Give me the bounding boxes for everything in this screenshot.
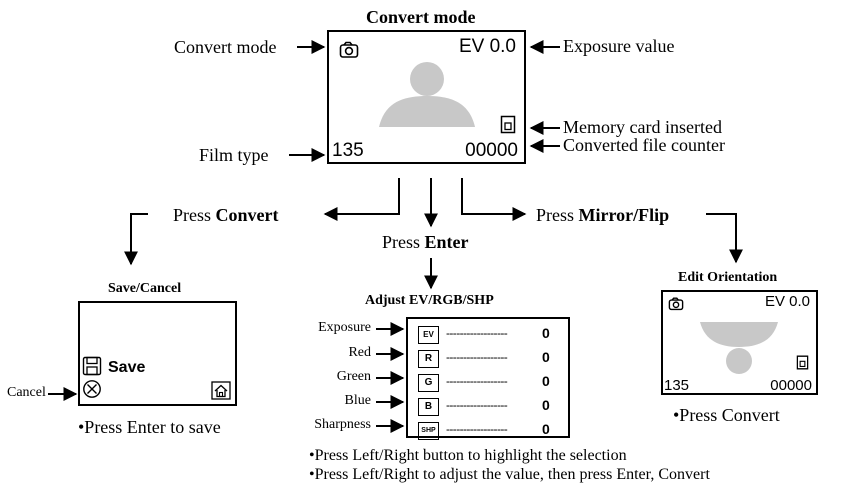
save-panel-title: Save/Cancel	[108, 281, 182, 296]
mirror-flip-button-name: Mirror/Flip	[578, 205, 670, 225]
adjust-row-value: 0	[542, 397, 550, 413]
adjust-row-green[interactable]: G ------------------ 0	[408, 372, 568, 392]
save-cancel-screen: Save	[78, 301, 237, 406]
save-disk-icon	[82, 356, 102, 376]
person-placeholder-icon	[379, 62, 475, 127]
edit-orientation-screen: EV 0.0 135 00000	[661, 290, 818, 395]
press-mirror-flip-label: Press Mirror/Flip	[536, 205, 669, 226]
adjust-callout-exposure: Exposure	[318, 320, 371, 335]
adjust-row-dashes: ------------------	[446, 350, 508, 364]
adjust-note-1: •Press Left/Right button to highlight th…	[309, 447, 627, 464]
edit-panel-note: •Press Convert	[673, 405, 780, 425]
adjust-callout-red: Red	[348, 345, 371, 360]
press-word: Press	[382, 232, 421, 252]
adjust-row-sharpness[interactable]: SHP ------------------ 0	[408, 420, 568, 440]
adjust-callout-blue: Blue	[344, 393, 371, 408]
adjust-row-dashes: ------------------	[446, 326, 508, 340]
adjust-note-2: •Press Left/Right to adjust the value, t…	[309, 466, 710, 483]
adjust-row-value: 0	[542, 373, 550, 389]
adjust-row-dashes: ------------------	[446, 398, 508, 412]
adjust-callout-sharpness: Sharpness	[314, 417, 371, 432]
film-type-value: 135	[332, 140, 364, 161]
save-panel-note: •Press Enter to save	[78, 417, 221, 437]
adjust-row-red[interactable]: R ------------------ 0	[408, 348, 568, 368]
memory-card-icon	[796, 355, 809, 370]
callout-memory-card: Memory card inserted	[563, 117, 722, 137]
r-badge-icon: R	[418, 350, 439, 368]
adjust-row-blue[interactable]: B ------------------ 0	[408, 396, 568, 416]
file-counter-value: 00000	[770, 377, 812, 394]
main-title: Convert mode	[366, 7, 476, 27]
press-word: Press	[536, 205, 575, 225]
ev-badge-icon: EV	[418, 326, 439, 344]
adjust-row-value: 0	[542, 325, 550, 341]
press-enter-label: Press Enter	[382, 232, 469, 253]
adjust-row-dashes: ------------------	[446, 374, 508, 388]
convert-mode-screen: EV 0.0 135 00000	[327, 30, 526, 164]
adjust-row-value: 0	[542, 421, 550, 437]
g-badge-icon: G	[418, 374, 439, 392]
cancel-circle-x-icon	[83, 380, 101, 398]
adjust-row-value: 0	[542, 349, 550, 365]
callout-file-counter: Converted file counter	[563, 135, 725, 155]
flipped-person-placeholder-icon	[700, 322, 778, 374]
ev-readout: EV 0.0	[458, 36, 516, 57]
b-badge-icon: B	[418, 398, 439, 416]
edit-panel-title: Edit Orientation	[678, 270, 778, 285]
film-type-value: 135	[664, 377, 690, 394]
shp-badge-icon: SHP	[418, 422, 439, 440]
adjust-callout-green: Green	[336, 369, 371, 384]
convert-button-name: Convert	[215, 205, 279, 225]
file-counter-value: 00000	[465, 140, 518, 161]
save-label: Save	[108, 359, 146, 376]
memory-card-icon	[500, 115, 516, 134]
callout-cancel: Cancel	[7, 385, 46, 400]
callout-convert-mode: Convert mode	[174, 37, 277, 57]
callout-exposure-value: Exposure value	[563, 36, 675, 56]
press-word: Press	[173, 205, 212, 225]
camera-icon	[668, 297, 684, 311]
enter-button-name: Enter	[424, 232, 469, 252]
adjust-row-dashes: ------------------	[446, 422, 508, 436]
adjust-screen: EV ------------------ 0 R --------------…	[406, 317, 570, 440]
ev-readout: EV 0.0	[764, 293, 810, 310]
press-convert-label: Press Convert	[173, 205, 279, 226]
adjust-panel-title: Adjust EV/RGB/SHP	[365, 293, 494, 308]
adjust-row-exposure[interactable]: EV ------------------ 0	[408, 324, 568, 344]
camera-icon	[339, 41, 359, 58]
home-icon	[211, 381, 231, 400]
callout-film-type: Film type	[199, 145, 269, 165]
